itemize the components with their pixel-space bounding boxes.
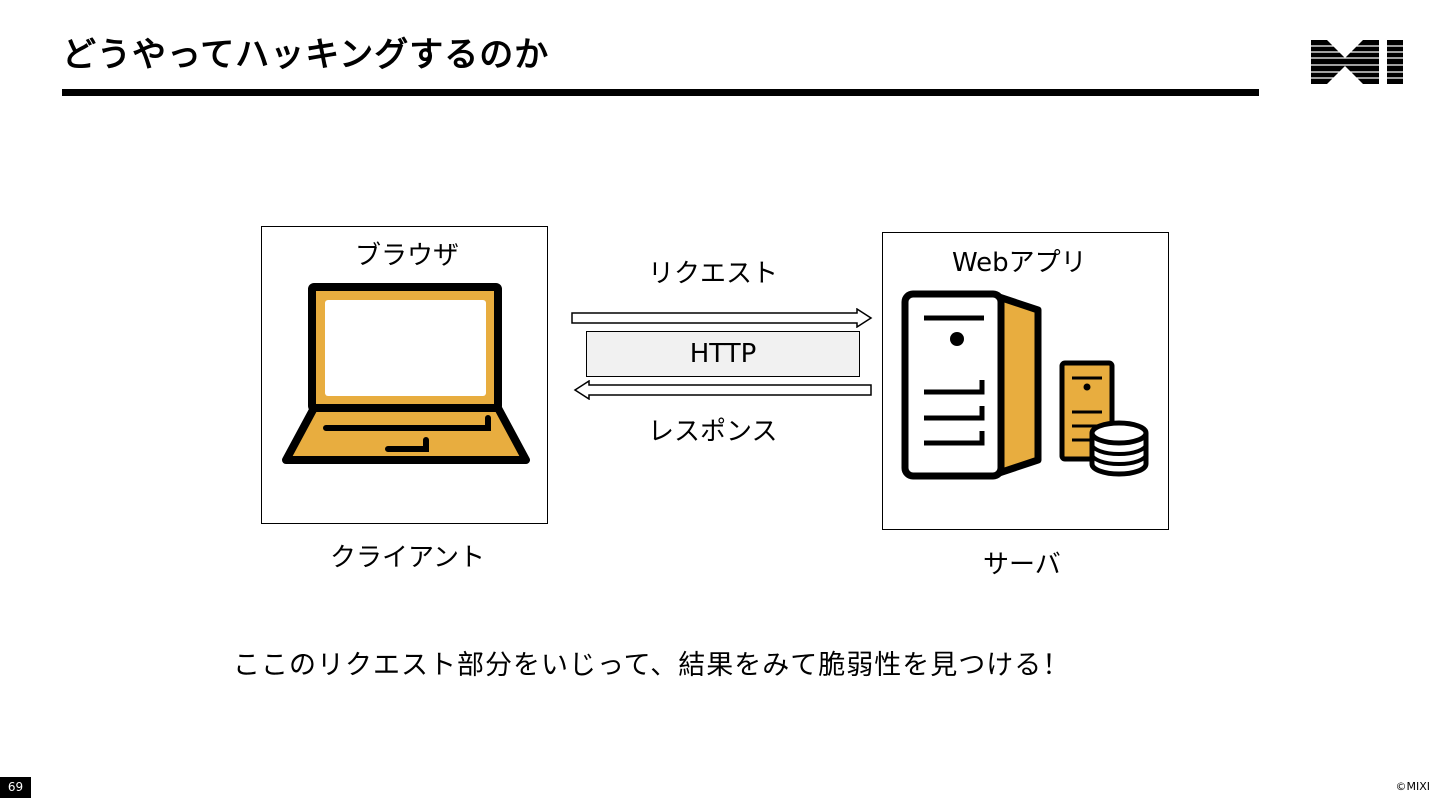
- http-box: HTTP: [586, 331, 860, 377]
- browser-label: ブラウザ: [355, 241, 460, 271]
- laptop-icon: [280, 282, 532, 466]
- server-database-icon: [900, 288, 1152, 484]
- server-label: サーバ: [983, 550, 1061, 580]
- mixi-logo: [1311, 40, 1403, 84]
- copyright: ©MIXI: [1395, 780, 1430, 793]
- request-arrow: [571, 308, 875, 328]
- response-arrow: [571, 380, 875, 400]
- client-label: クライアント: [330, 543, 485, 573]
- page-number: 69: [0, 777, 31, 798]
- request-label: リクエスト: [648, 259, 779, 289]
- caption: ここのリクエスト部分をいじって、結果をみて脆弱性を見つける！: [233, 650, 1071, 681]
- webapp-label: Webアプリ: [952, 248, 1087, 278]
- slide-title: どうやってハッキングするのか: [62, 35, 550, 75]
- title-underline: [62, 89, 1259, 96]
- response-label: レスポンス: [648, 417, 778, 447]
